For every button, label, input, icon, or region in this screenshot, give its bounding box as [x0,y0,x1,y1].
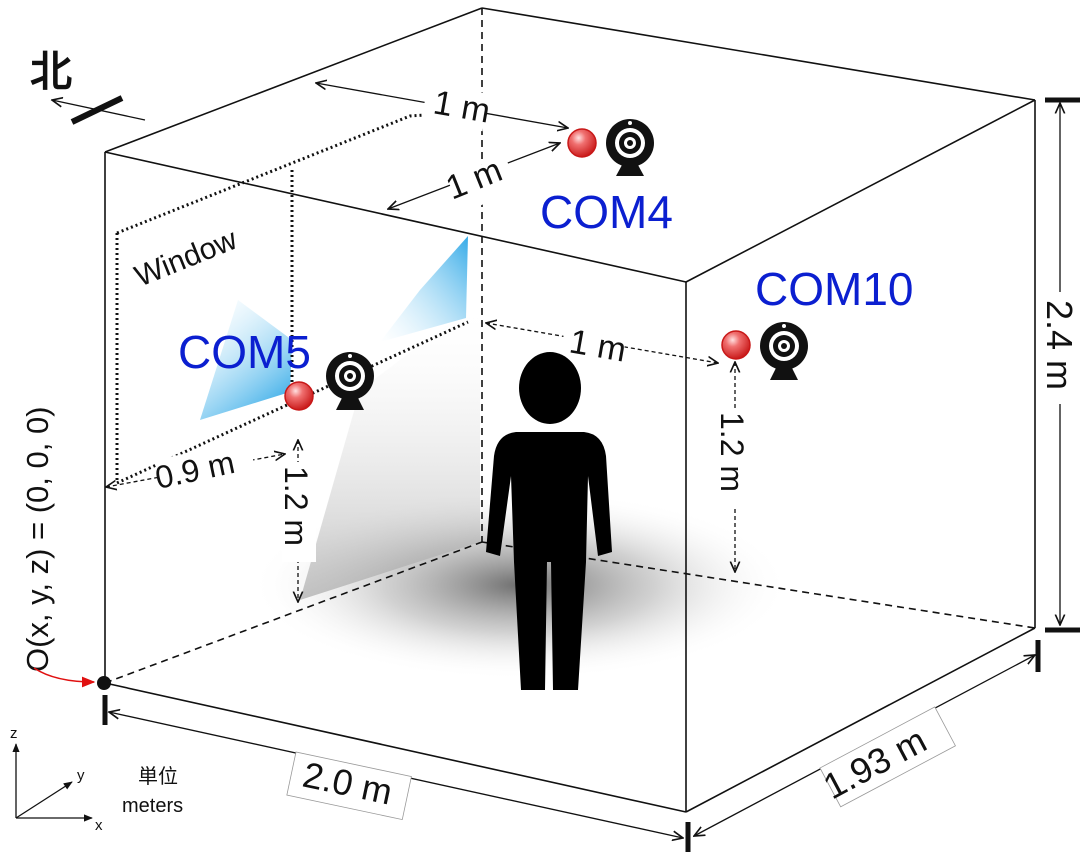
sensor-com5: COM5 [178,326,374,411]
sensor-ball-com5 [284,381,314,411]
compass-indicator: 北 [30,48,146,125]
dim-com10-height: 1.2 m [714,412,750,492]
com5-height-bg [282,462,316,562]
com10-height-bg [718,408,752,508]
room-height-bg [1043,292,1079,404]
sensor-label-com4: COM4 [540,186,673,238]
wall-shadow [300,300,480,600]
axis-key [12,743,93,822]
axis-label-x: x [95,817,103,834]
person-silhouette [486,352,612,690]
room-depth-bg [819,706,956,808]
sensor-label-com5: COM5 [178,326,311,378]
sensor-com10: COM10 [721,263,913,380]
units-label-en: meters [122,795,183,817]
origin-label: O(x, y, z) = (0, 0, 0) [20,406,55,672]
mid-1m-bg [559,322,628,371]
sensor-com4: COM4 [540,119,673,238]
sensor-ball-com4 [567,128,597,158]
dim-room-height: 2.4 m [1039,300,1080,390]
window-label: Window [130,223,242,294]
sensor-ball-com10 [721,330,751,360]
axis-label-z: z [10,725,18,742]
origin-arrow [33,667,96,688]
dim-com5-side: 0.9 m [152,444,238,496]
dim-com5-height: 1.2 m [278,466,314,546]
top-1m-a-bg [421,83,490,132]
dimension-ticks [102,97,1080,852]
dim-room-width: 2.0 m [299,754,396,813]
compass-label: 北 [30,48,72,95]
origin-point [97,676,111,690]
axis-label-y: y [77,767,85,784]
room-width-bg [286,751,412,821]
dim-mid-1m: 1 m [567,322,629,369]
webcam-icon [326,352,374,410]
sensor-label-com10: COM10 [755,263,913,315]
window-glass-right [380,236,468,342]
units-label-jp: 単位 [138,765,178,788]
webcam-icon [606,119,654,176]
com5-side-bg [155,440,257,498]
webcam-icon [760,322,808,380]
top-1m-b-bg [447,154,519,214]
window-glass-left [200,300,292,420]
